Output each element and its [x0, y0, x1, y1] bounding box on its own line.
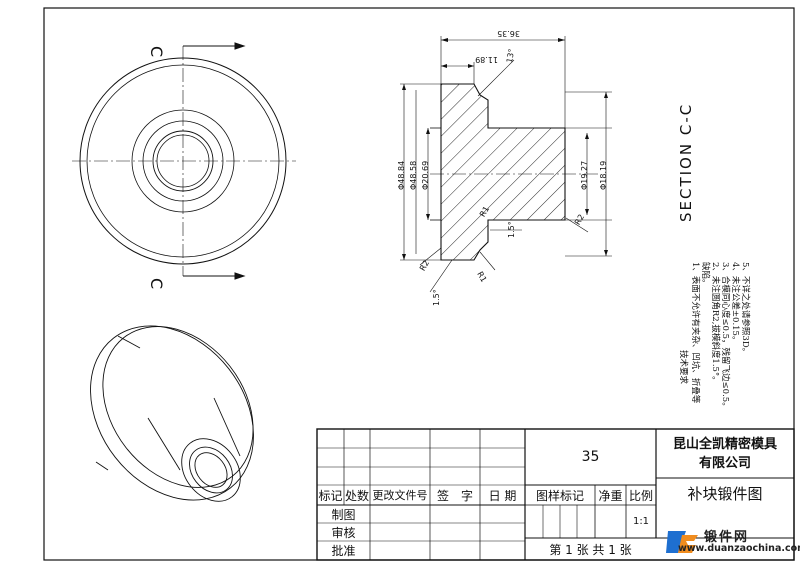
section-marker-bottom: C: [147, 278, 166, 289]
header-zones: 处数: [344, 488, 369, 503]
header-date: 日 期: [488, 488, 517, 503]
label-weight: 净重: [598, 488, 623, 503]
drawing-number: 35: [581, 449, 600, 465]
watermark-url: www.duanzaochina.com: [678, 543, 800, 554]
label-scale: 比例: [628, 488, 653, 503]
end-view: [72, 42, 296, 280]
section-marker-top: C: [147, 46, 166, 57]
role-approve: 批准: [331, 544, 356, 558]
company-name: 昆山全凯精密模具 有限公司: [672, 436, 777, 471]
label-drawing-mark: 图样标记: [535, 488, 584, 503]
dimension-arrows: [402, 38, 608, 260]
header-change-doc: 更改文件号: [372, 489, 428, 502]
scale-value: 1:1: [632, 515, 650, 527]
role-draw: 制图: [331, 507, 356, 522]
watermark-name: 锻件网: [704, 530, 750, 545]
sheet-count: 第 1 张 共 1 张: [549, 542, 632, 557]
watermark-logo-icon: [666, 531, 698, 553]
header-sign: 签 字: [436, 488, 473, 503]
role-check: 审核: [331, 525, 356, 540]
dimension-lines: [400, 36, 612, 293]
part-name: 补块锻件图: [687, 484, 763, 503]
header-mark: 标记: [318, 488, 343, 503]
isometric-view: [90, 325, 254, 502]
